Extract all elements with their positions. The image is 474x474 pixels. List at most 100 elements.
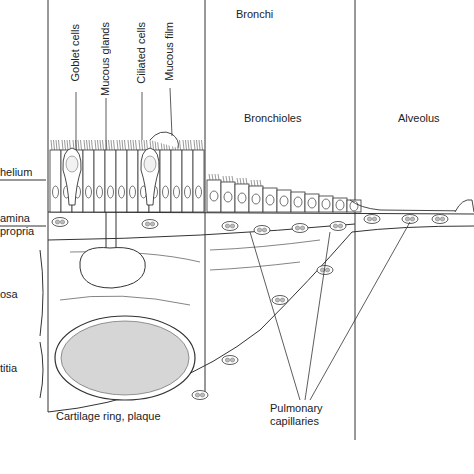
epithelium-cells	[277, 190, 291, 212]
epithelium-cells	[128, 140, 129, 150]
epithelium-cells	[131, 140, 132, 150]
epithelium-cells	[232, 176, 233, 182]
epithelium-cells	[122, 140, 123, 150]
epithelium-cells	[125, 140, 126, 150]
epithelium-cells	[87, 140, 88, 150]
epithelium-cells	[183, 140, 184, 150]
pulmonary-capillary	[364, 215, 380, 224]
epithelium-cells	[83, 150, 94, 212]
epithelium-cells	[333, 198, 347, 212]
epithelium-cells	[280, 196, 288, 206]
epithelium-cells	[212, 174, 213, 180]
epithelium-cells	[86, 186, 92, 198]
column-divider	[205, 0, 206, 398]
pulmonary-capillary	[292, 224, 308, 233]
leader-line	[106, 98, 107, 150]
epithelium-cells	[98, 140, 99, 150]
pulmonary-capillary	[257, 228, 261, 232]
epithelium-cells	[78, 140, 79, 150]
mucous-gland	[106, 212, 116, 248]
pulmonary-capillary	[435, 217, 439, 221]
epithelium-cells	[350, 200, 474, 211]
epithelium-cells	[185, 186, 191, 198]
part-label: amina propria	[0, 212, 44, 238]
pulmonary-capillary	[52, 218, 68, 227]
epithelium-cells	[221, 182, 235, 212]
tissue-outline	[48, 224, 355, 240]
epithelium-cells	[322, 199, 330, 209]
part-label: Bronchi	[236, 8, 296, 21]
column-divider	[48, 0, 355, 440]
epithelium-cells	[81, 140, 82, 150]
tissue-outline	[210, 240, 320, 250]
epithelium-cells	[257, 180, 258, 186]
pulmonary-capillary	[142, 220, 158, 229]
tissue-outline	[40, 250, 43, 336]
epithelium-cells	[308, 198, 316, 208]
epithelium-cells	[223, 176, 224, 182]
pulmonary-capillary	[272, 296, 288, 305]
epithelium-cells	[67, 140, 68, 150]
epithelium-cells	[84, 140, 85, 150]
epithelium-cells	[141, 148, 159, 205]
epithelium-cells	[59, 140, 60, 150]
pulmonary-capillary	[230, 358, 234, 362]
leader-line	[170, 88, 172, 136]
pulmonary-capillary	[222, 222, 238, 231]
pulmonary-capillary	[330, 222, 346, 231]
epithelium-cells	[199, 140, 200, 150]
leader-line	[76, 88, 410, 400]
pulmonary-capillary	[367, 217, 371, 221]
epithelium-cells	[50, 150, 61, 212]
epithelium-cells	[50, 132, 474, 212]
epithelium-cells	[127, 150, 138, 212]
leader-line	[305, 232, 330, 400]
epithelium-cells	[197, 140, 198, 150]
epithelium-cells	[252, 194, 260, 204]
pulmonary-capillary	[338, 224, 342, 228]
epithelium-cells	[105, 150, 116, 212]
part-label: Pulmonary capillaries	[270, 402, 350, 428]
epithelium-cells	[163, 186, 169, 198]
epithelium-cells	[94, 150, 105, 212]
pulmonary-capillary	[325, 268, 329, 272]
pulmonary-capillary	[222, 356, 238, 365]
epithelium-cells	[136, 140, 137, 150]
epithelium-cells	[210, 191, 218, 201]
epithelium-cells	[266, 195, 274, 205]
column-divider	[355, 0, 356, 440]
leader-line	[250, 232, 300, 400]
epithelium-cells	[249, 186, 263, 212]
pulmonary-capillary	[195, 393, 199, 397]
pulmonary-capillary	[440, 217, 444, 221]
epithelium-cells	[186, 140, 187, 150]
part-label: Alveolus	[398, 112, 468, 125]
pulmonary-capillary	[262, 228, 266, 232]
epithelium-cells	[455, 200, 474, 212]
epithelium-cells	[235, 184, 249, 212]
epithelium-cells	[109, 140, 110, 150]
epithelium-cells	[188, 140, 189, 150]
epithelium-cells	[103, 140, 104, 150]
epithelium-cells	[111, 140, 112, 150]
pulmonary-capillary	[192, 391, 208, 400]
tissue-outline	[210, 262, 300, 270]
mucous-gland	[80, 248, 145, 288]
part-label: titia	[0, 362, 40, 375]
epithelium-cells	[66, 156, 78, 172]
pulmonary-capillary	[52, 215, 448, 400]
part-label-vertical: Mucous film	[163, 22, 176, 81]
epithelium-cells	[260, 180, 261, 186]
epithelium-cells	[144, 140, 145, 150]
epithelium-cells	[89, 140, 90, 150]
epithelium-cells	[97, 186, 103, 198]
epithelium-cells	[254, 180, 255, 186]
epithelium-cells	[53, 186, 59, 198]
epithelium-cells	[62, 140, 63, 150]
epithelium-cells	[171, 150, 182, 212]
mucous-gland	[80, 212, 145, 288]
part-label: Cartilage ring, plaque	[56, 410, 206, 423]
epithelium-cells	[95, 140, 96, 150]
epithelium-cells	[63, 148, 81, 205]
